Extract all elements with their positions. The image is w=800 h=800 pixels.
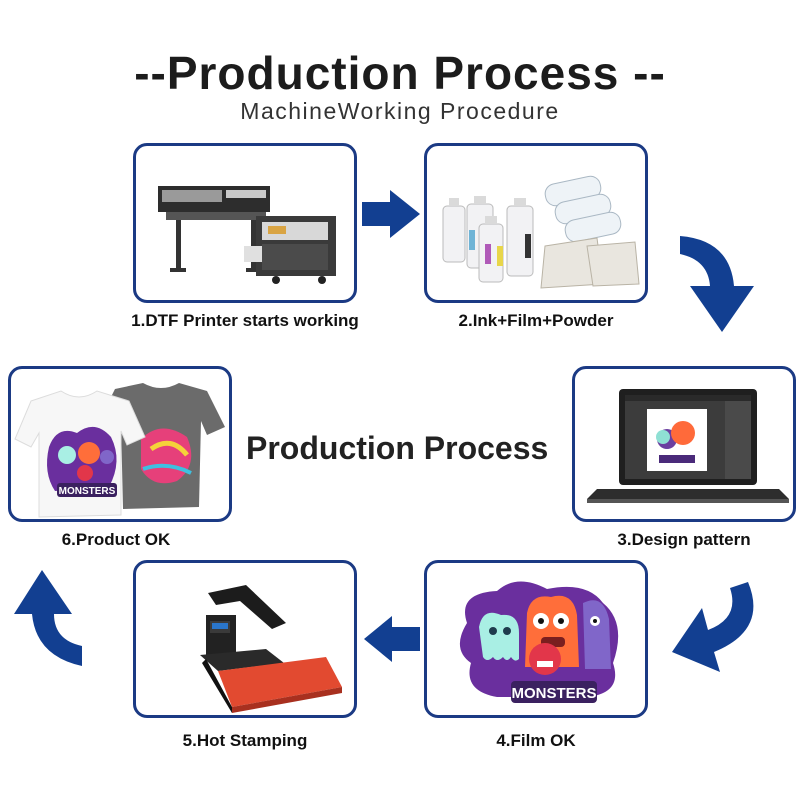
step-2-card [424, 143, 648, 303]
film-rolls [544, 175, 622, 243]
heat-press-image [200, 585, 342, 713]
step-4-card: MONSTERS [424, 560, 648, 718]
arrow-curve-up-icon [14, 570, 82, 666]
arrow-curve-down-left-icon [672, 582, 754, 672]
step-6-card: MONSTERS [8, 366, 232, 522]
step-5-card [133, 560, 357, 718]
ink-bottles [442, 203, 534, 283]
tshirt-product-image: MONSTERS [14, 383, 225, 518]
step-2-label: 2.Ink+Film+Powder [458, 311, 614, 330]
step-1-card [133, 143, 357, 303]
step-3-card [572, 366, 796, 522]
step-6-label: 6.Product OK [61, 530, 171, 549]
shirt-print-text: MONSTERS [59, 486, 116, 497]
laptop-design-image [587, 389, 789, 503]
step-3-label: 3.Design pattern [617, 530, 751, 549]
step-4-label: 4.Film OK [496, 731, 576, 750]
arrow-curve-down-icon [680, 236, 754, 332]
page-subtitle: MachineWorking Procedure [240, 98, 560, 124]
ink-film-powder-image [442, 175, 640, 289]
arrow-right-icon [362, 190, 420, 238]
film-print-text: MONSTERS [511, 685, 596, 702]
arrow-left-icon [364, 616, 420, 662]
powder-bags [540, 237, 640, 289]
dtf-printer-image [158, 186, 336, 284]
step-5-label: 5.Hot Stamping [182, 731, 308, 750]
step-1-label: 1.DTF Printer starts working [131, 311, 359, 330]
film-print-image: MONSTERS [459, 581, 619, 703]
center-title: Production Process [246, 430, 549, 466]
page-title: --Production Process -- [134, 47, 666, 99]
